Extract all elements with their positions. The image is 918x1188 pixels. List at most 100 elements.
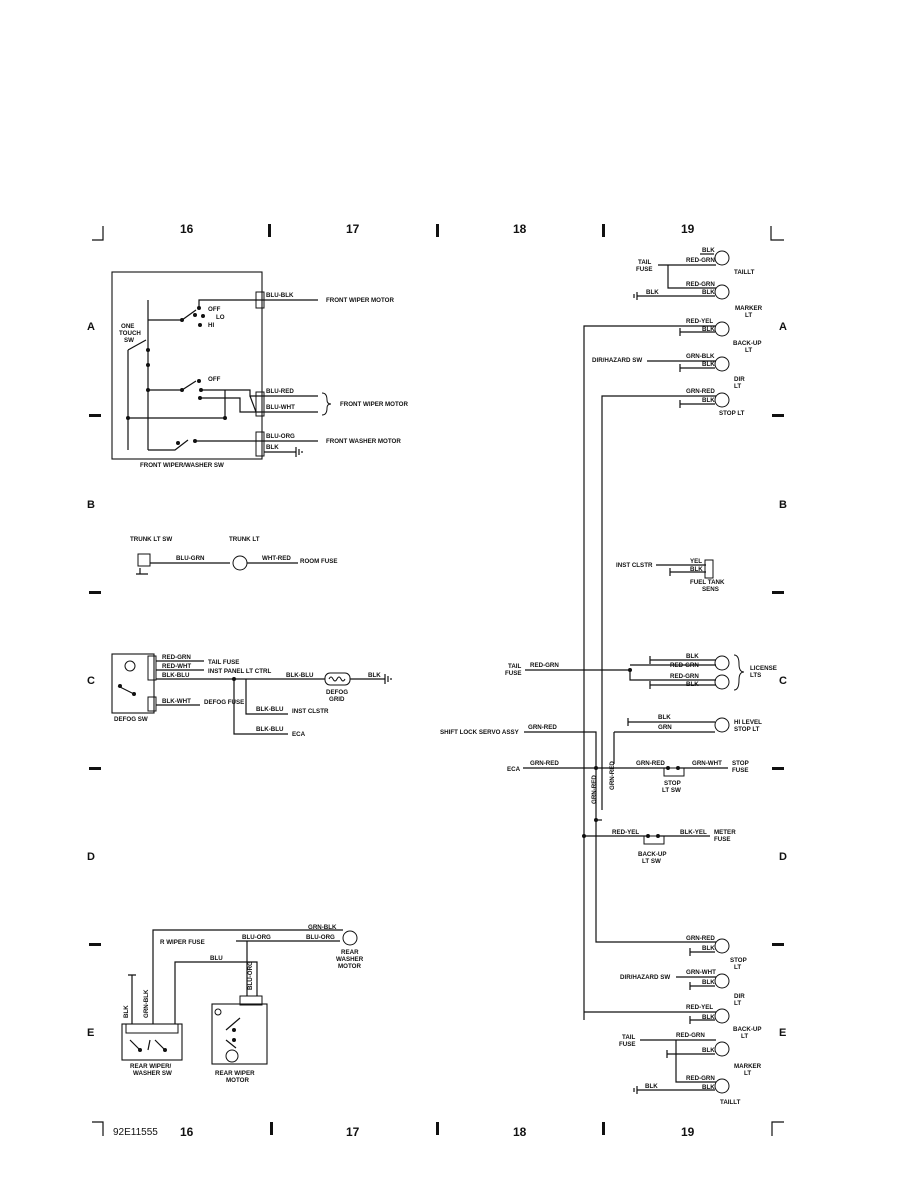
wire-color-label: BLU [210, 955, 223, 962]
row-label: B [87, 499, 95, 511]
source-label: INST CLSTR [616, 562, 653, 569]
source-label: FUSE [505, 670, 522, 677]
wire-color-label: GRN-RED [636, 760, 665, 767]
light-name-label: STOP LT [719, 410, 745, 417]
light-name-label: LT [741, 1033, 748, 1040]
wire-color-label: BLK [702, 397, 715, 404]
light-name-label: BACK-UP [733, 340, 762, 347]
light-name-label: DIR [734, 376, 745, 383]
row-label: D [779, 851, 787, 863]
light-name-label: STOP LT [734, 726, 760, 733]
switch-pos-lo: LO [216, 314, 225, 321]
light-name-label: LT [745, 347, 752, 354]
light-name-label: DIR [734, 993, 745, 1000]
wire-color-label: GRN-WHT [692, 760, 722, 767]
wire-color-label: RED-GRN [670, 662, 699, 669]
wire-color-label: BLU-ORG [247, 961, 254, 990]
light-name-label: LT [734, 383, 741, 390]
wire-color-label: BLK [690, 566, 703, 573]
wire-color-label: GRN-RED [528, 724, 557, 731]
zone-label: 19 [681, 222, 695, 236]
switch-name-label: REAR WIPER/ [130, 1063, 172, 1070]
wire-color-label: BLK [702, 979, 715, 986]
rear-washer-motor-label: MOTOR [338, 963, 361, 970]
wire-color-label: BLK [686, 653, 699, 660]
light-name-label: LT [744, 1070, 751, 1077]
row-label: A [87, 321, 95, 333]
switch-name-label: DEFOG SW [114, 716, 148, 723]
defog-switch-circuit: DEFOG SW RED-GRN TAIL FUSE RED-WHT INST … [111, 653, 392, 738]
wire-color-label: BLU-ORG [242, 934, 271, 941]
wire-color-label: WHT-RED [262, 555, 291, 562]
switch-name-label: WASHER SW [133, 1070, 172, 1077]
wire-color-label: BLK-YEL [680, 829, 707, 836]
switch-pos-off: OFF [208, 306, 221, 313]
source-label: TAIL [622, 1034, 636, 1041]
wire-color-label: RED-GRN [686, 1075, 715, 1082]
switch-name-label: FRONT WIPER/WASHER SW [140, 462, 224, 469]
destination-label: FRONT WIPER MOTOR [340, 401, 408, 408]
frame: 16 17 18 19 16 17 18 19 92E11555 A A B B… [87, 222, 787, 1139]
front-wiper-washer-switch: FRONT WIPER/WASHER SW ONE TOUCH SW OFF L… [111, 271, 408, 469]
light-name-label: LT [745, 312, 752, 319]
wire-color-label: BLK [702, 1084, 715, 1091]
switch-pos-off2: OFF [208, 376, 221, 383]
row-label: B [779, 499, 787, 511]
destination-label: ROOM FUSE [300, 558, 337, 565]
wire-color-label: BLU-RED [266, 388, 294, 395]
switch-pos-hi: HI [208, 322, 214, 329]
destination-label: FRONT WASHER MOTOR [326, 438, 401, 445]
source-label: DIR/HAZARD SW [620, 974, 670, 981]
destination-label: ECA [292, 731, 306, 738]
wire-color-label: BLU-WHT [266, 404, 295, 411]
wire-color-label: GRN-BLK [686, 353, 715, 360]
wire-color-label: GRN-RED [609, 761, 616, 790]
destination-label: INST PANEL LT CTRL [208, 668, 271, 675]
wire-color-label: BLK-WHT [162, 698, 191, 705]
wire-color-label: GRN-WHT [686, 969, 716, 976]
wire-color-label: BLK [646, 289, 659, 296]
source-label: R WIPER FUSE [160, 939, 205, 946]
sensor-name-label: FUEL TANK [690, 579, 725, 586]
light-name-label: TAILLT [734, 269, 755, 276]
destination-label: DEFOG FUSE [204, 699, 244, 706]
one-touch-label: TOUCH [119, 330, 141, 337]
wire-color-label: BLU-ORG [266, 433, 295, 440]
zone-label: 17 [346, 222, 360, 236]
rear-wiper-circuit: R WIPER FUSE BLU-ORG BLU-ORG GRN-BLK REA… [121, 924, 364, 1084]
light-name-label: LTS [750, 672, 761, 679]
wire-color-label: BLK [702, 326, 715, 333]
light-name-label: LICENSE [750, 665, 777, 672]
source-label: SHIFT LOCK SERVO ASSY [440, 729, 520, 736]
one-touch-label: SW [124, 337, 134, 344]
source-label: TAIL [638, 259, 652, 266]
source-label: TAIL [508, 663, 522, 670]
wire-color-label: BLK [368, 672, 381, 679]
wire-color-label: BLK [702, 945, 715, 952]
wire-color-label: BLU-GRN [176, 555, 205, 562]
wire-color-label: BLK [702, 1014, 715, 1021]
wire-color-label: RED-GRN [530, 662, 559, 669]
switch-name-label: STOP [664, 780, 681, 787]
wire-color-label: BLU-BLK [266, 292, 294, 299]
light-name-label: HI LEVEL [734, 719, 762, 726]
destination-label: FUSE [732, 767, 749, 774]
zone-label: 16 [180, 222, 194, 236]
wire-color-label: GRN-RED [686, 935, 715, 942]
zone-label: 18 [513, 222, 527, 236]
wire-color-label: GRN-RED [530, 760, 559, 767]
row-label: A [779, 321, 787, 333]
source-label: FUSE [619, 1041, 636, 1048]
source-label: FUSE [636, 266, 653, 273]
trunk-lt-label: TRUNK LT [229, 536, 260, 543]
wire-color-label: BLK-BLU [162, 672, 190, 679]
wire-color-label: GRN-RED [686, 388, 715, 395]
wire-color-label: BLK-BLU [256, 706, 284, 713]
motor-name-label: REAR WIPER [215, 1070, 255, 1077]
zone-label: 18 [513, 1125, 527, 1139]
switch-name-label: LT SW [662, 787, 681, 794]
light-name-label: LT [734, 1000, 741, 1007]
wire-color-label: GRN-BLK [143, 989, 150, 1018]
wire-color-label: RED-GRN [686, 281, 715, 288]
wire-color-label: GRN-RED [591, 775, 598, 804]
